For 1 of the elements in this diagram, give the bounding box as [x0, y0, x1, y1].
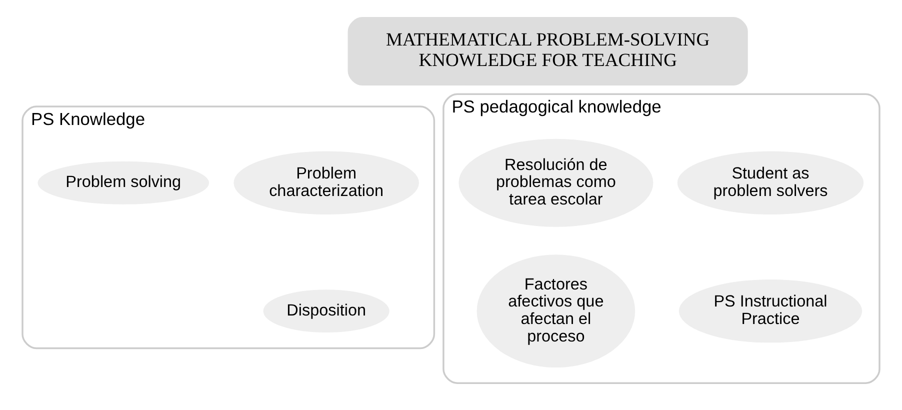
node-box: MATHEMATICAL PROBLEM-SOLVING KNOWLEDGE FOR TEACHING	[348, 17, 748, 86]
